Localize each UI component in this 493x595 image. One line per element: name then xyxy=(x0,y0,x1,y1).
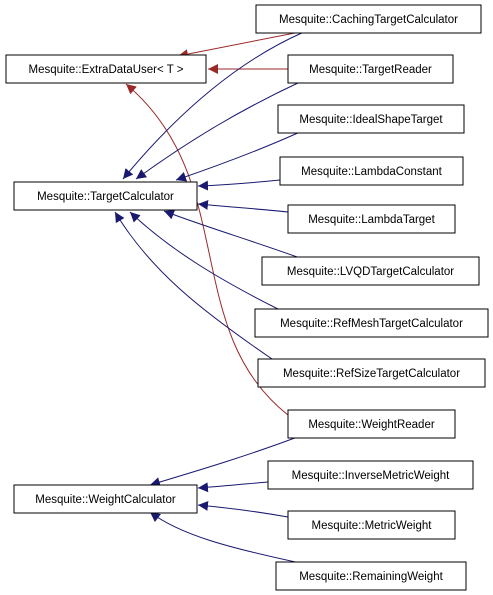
nodes: Mesquite::ExtraDataUser< T > Mesquite::T… xyxy=(5,4,489,591)
node-target-calculator[interactable]: Mesquite::TargetCalculator xyxy=(13,181,198,211)
node-ideal-shape-target[interactable]: Mesquite::IdealShapeTarget xyxy=(277,104,465,134)
edge-weightreader-to-extradatauser xyxy=(125,83,289,416)
node-label: Mesquite::LVQDTargetCalculator xyxy=(287,266,454,278)
node-ref-size-target-calculator[interactable]: Mesquite::RefSizeTargetCalculator xyxy=(257,358,486,388)
node-target-reader[interactable]: Mesquite::TargetReader xyxy=(287,54,454,84)
node-label: Mesquite::WeightReader xyxy=(308,419,435,431)
edge-idealshape-to-targetcalculator xyxy=(175,131,301,182)
edge-targetreader-to-targetcalculator xyxy=(135,81,301,180)
edge-metricweight-to-weightcalculator xyxy=(197,500,289,518)
node-lambda-target[interactable]: Mesquite::LambdaTarget xyxy=(287,204,456,234)
node-lvqd-target-calculator[interactable]: Mesquite::LVQDTargetCalculator xyxy=(261,256,480,286)
node-label: Mesquite::RemainingWeight xyxy=(299,571,443,583)
node-label: Mesquite::RefMeshTargetCalculator xyxy=(280,318,463,330)
node-metric-weight[interactable]: Mesquite::MetricWeight xyxy=(287,510,456,540)
node-label: Mesquite::TargetCalculator xyxy=(37,191,174,203)
node-inverse-metric-weight[interactable]: Mesquite::InverseMetricWeight xyxy=(267,460,474,490)
node-caching-target-calculator[interactable]: Mesquite::CachingTargetCalculator xyxy=(255,4,482,34)
edge-lambdatarget-to-targetcalculator xyxy=(197,199,289,213)
node-remaining-weight[interactable]: Mesquite::RemainingWeight xyxy=(275,561,467,591)
node-label: Mesquite::IdealShapeTarget xyxy=(299,114,443,126)
node-label: Mesquite::MetricWeight xyxy=(312,520,433,532)
edge-remainingweight-to-weightcalculator xyxy=(149,511,301,564)
edges xyxy=(114,31,305,564)
node-label: Mesquite::LambdaTarget xyxy=(308,214,435,226)
node-ref-mesh-target-calculator[interactable]: Mesquite::RefMeshTargetCalculator xyxy=(254,308,489,338)
node-label: Mesquite::WeightCalculator xyxy=(35,494,176,506)
edge-caching-to-targetcalculator xyxy=(122,31,305,180)
node-label: Mesquite::RefSizeTargetCalculator xyxy=(283,368,460,380)
node-label: Mesquite::ExtraDataUser< T > xyxy=(29,64,184,76)
node-label: Mesquite::TargetReader xyxy=(309,64,432,76)
edge-lvqd-to-targetcalculator xyxy=(163,209,301,259)
edge-inversemetric-to-weightcalculator xyxy=(197,481,269,493)
node-weight-calculator[interactable]: Mesquite::WeightCalculator xyxy=(13,484,198,514)
edge-refsize-to-targetcalculator xyxy=(114,211,276,362)
node-lambda-constant[interactable]: Mesquite::LambdaConstant xyxy=(279,156,464,186)
edge-refmesh-to-targetcalculator xyxy=(129,211,281,311)
edge-caching-to-extradatauser xyxy=(177,31,301,60)
node-label: Mesquite::LambdaConstant xyxy=(301,166,442,178)
node-label: Mesquite::InverseMetricWeight xyxy=(292,470,450,482)
edge-weightreader-to-weightcalculator xyxy=(149,435,301,487)
node-extra-data-user[interactable]: Mesquite::ExtraDataUser< T > xyxy=(5,54,207,84)
node-weight-reader[interactable]: Mesquite::WeightReader xyxy=(287,409,456,439)
edge-lambdaconstant-to-targetcalculator xyxy=(197,179,281,191)
node-label: Mesquite::CachingTargetCalculator xyxy=(279,14,458,26)
